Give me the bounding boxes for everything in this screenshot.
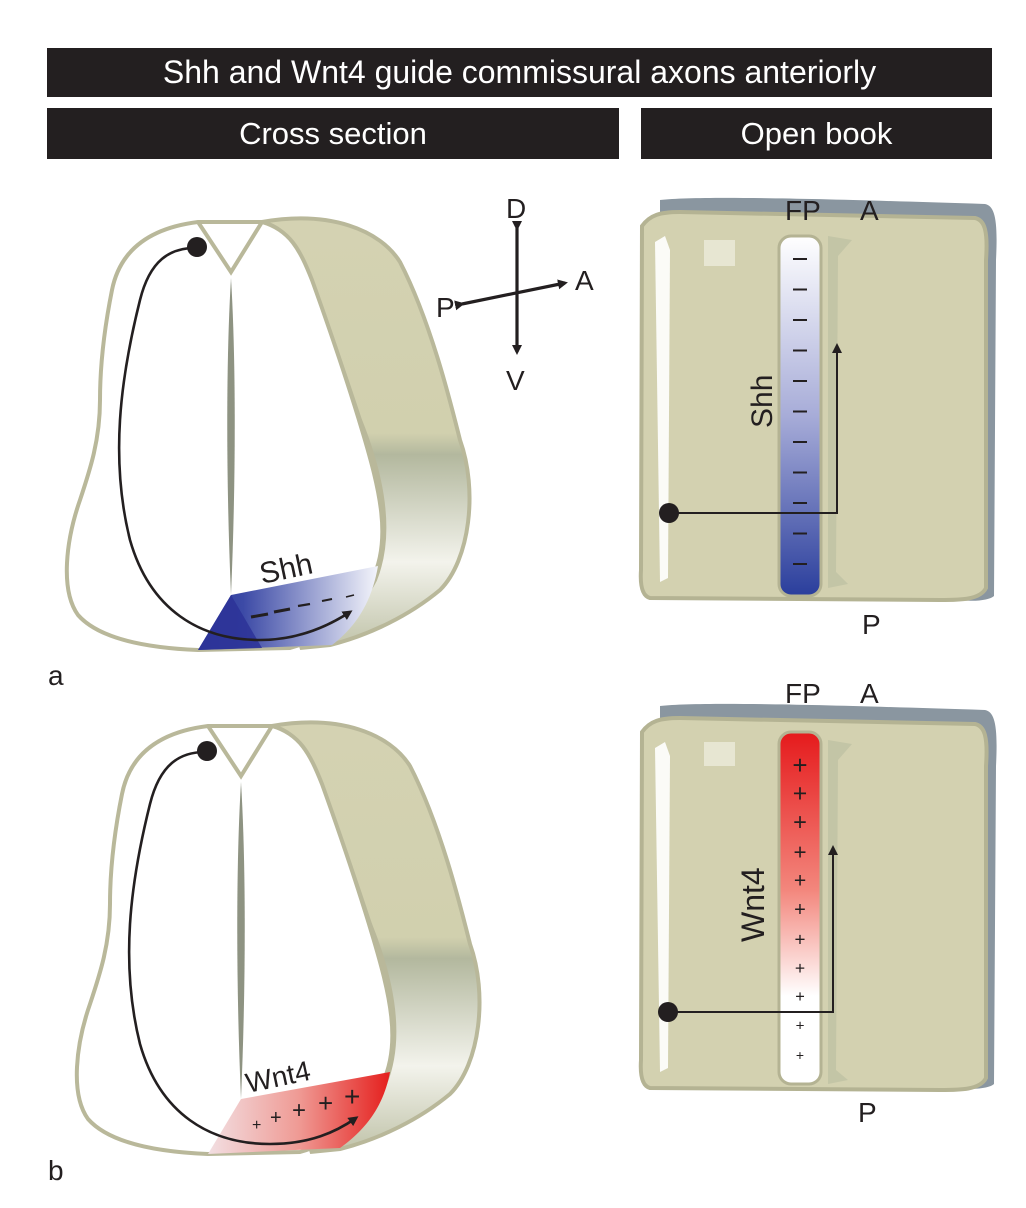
anterior-label-a: A — [860, 195, 879, 226]
roof-plate — [206, 724, 274, 780]
gradient-mark: + — [792, 750, 807, 780]
gradient-mark: + — [793, 781, 807, 808]
gradient-mark: + — [795, 988, 805, 1006]
cross-section-b: + + + + + Wnt4 — [74, 720, 482, 1157]
open-book-b: +++++++++++ Wnt4 — [638, 703, 997, 1093]
floor-plate-shh — [777, 234, 823, 598]
book-highlight-top — [704, 742, 735, 766]
fp-label-b: FP — [785, 678, 821, 709]
open-book-a: Shh — [638, 197, 997, 603]
book-highlight-left — [655, 236, 670, 582]
commissural-axon-open-a — [669, 343, 842, 514]
axis-anterior-label: A — [575, 265, 594, 296]
central-canal — [227, 278, 235, 595]
cross-section-a: Shh — [64, 216, 472, 653]
wnt4-open-book-marks: +++++++++++ — [792, 750, 807, 1063]
svg-text:+: + — [270, 1107, 282, 1129]
wnt4-region — [208, 1072, 390, 1154]
central-canal — [237, 782, 245, 1099]
axis-ventral-label: V — [506, 365, 525, 396]
wnt4-gradient-marks: + + + + + — [252, 1081, 360, 1134]
shh-label-open-book: Shh — [746, 375, 779, 428]
shh-gradient-marks — [250, 594, 355, 619]
anterior-label-b: A — [860, 678, 879, 709]
commissural-axon-b — [127, 750, 359, 1146]
book-highlight-top — [704, 240, 735, 266]
svg-text:+: + — [292, 1097, 306, 1124]
commissural-axon-a — [117, 246, 353, 642]
wnt4-label-open-book: Wnt4 — [735, 867, 771, 942]
neuron-cell-body-open-a — [659, 503, 679, 523]
axis-posterior-label: P — [436, 292, 455, 323]
neuron-cell-body-b — [197, 741, 217, 761]
cross-section-header: Cross section — [47, 108, 619, 159]
figure-title: Shh and Wnt4 guide commissural axons ant… — [47, 48, 992, 97]
gradient-mark: + — [794, 870, 806, 893]
panel-label-b: b — [48, 1155, 64, 1186]
book-ridge — [828, 236, 852, 588]
posterior-label-b: P — [858, 1097, 877, 1128]
floor-plate-wnt4 — [777, 730, 823, 1086]
shh-open-book-marks — [793, 258, 807, 565]
gradient-mark: + — [796, 1047, 804, 1063]
posterior-label-a: P — [862, 609, 881, 640]
axis-compass — [454, 221, 568, 355]
tissue-outline — [74, 724, 395, 1157]
fp-label-a: FP — [785, 195, 821, 226]
gradient-mark: + — [793, 810, 807, 836]
svg-text:+: + — [318, 1088, 333, 1118]
tissue-outline — [64, 220, 385, 653]
gradient-mark: + — [796, 1018, 805, 1035]
gradient-mark: + — [795, 958, 805, 978]
gradient-mark: + — [794, 899, 806, 921]
neuron-cell-body-open-b — [658, 1002, 678, 1022]
neuron-cell-body-a — [187, 237, 207, 257]
roof-plate — [196, 220, 264, 276]
gradient-mark: + — [795, 929, 806, 950]
book-highlight-left — [655, 742, 670, 1072]
commissural-axon-open-b — [668, 845, 838, 1013]
svg-text:+: + — [252, 1117, 261, 1134]
gradient-mark: + — [793, 840, 806, 865]
panel-label-a: a — [48, 660, 64, 691]
floor-plate-dark — [198, 595, 262, 650]
open-book-header: Open book — [641, 108, 992, 159]
svg-text:+: + — [344, 1081, 360, 1112]
axis-dorsal-label: D — [506, 193, 526, 224]
